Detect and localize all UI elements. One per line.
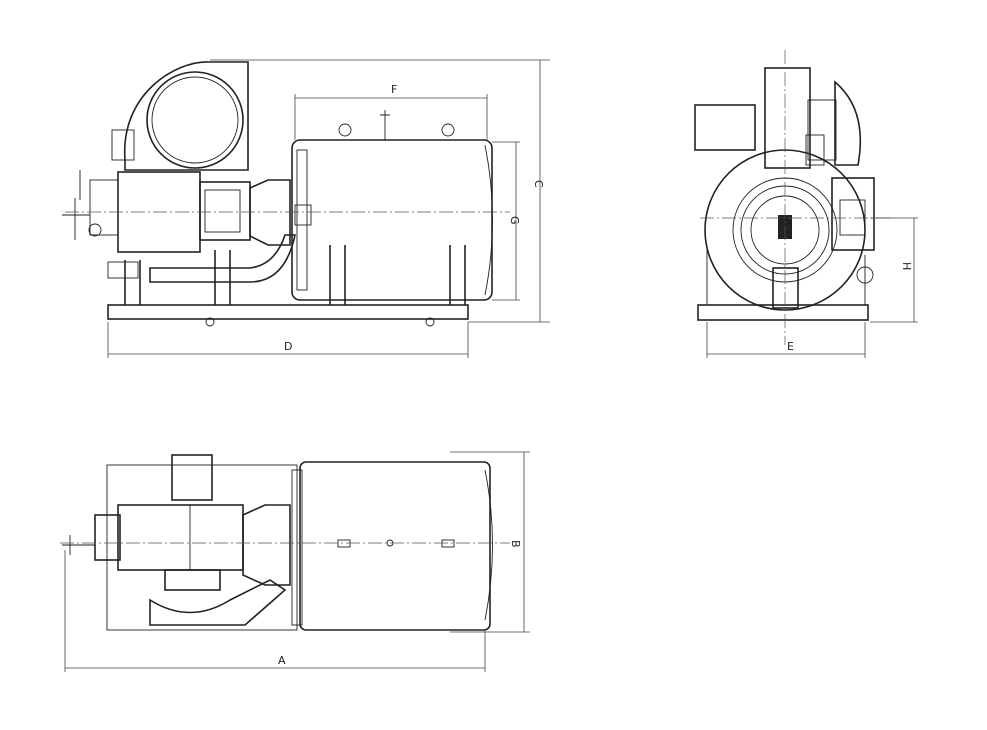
dimension-label-g: G [508,216,521,225]
dimension-label-d: D [284,340,292,353]
top-view: A B [60,451,530,672]
end-view: E H [694,50,918,358]
dimension-label-a: A [278,654,286,667]
dimension-label-e: E [787,340,794,353]
dimension-label-f: F [391,83,397,96]
side-view: D F G C [62,59,550,358]
dimension-label-b: B [509,540,522,548]
dimension-label-c: C [532,180,545,188]
dimension-label-h: H [900,262,913,270]
